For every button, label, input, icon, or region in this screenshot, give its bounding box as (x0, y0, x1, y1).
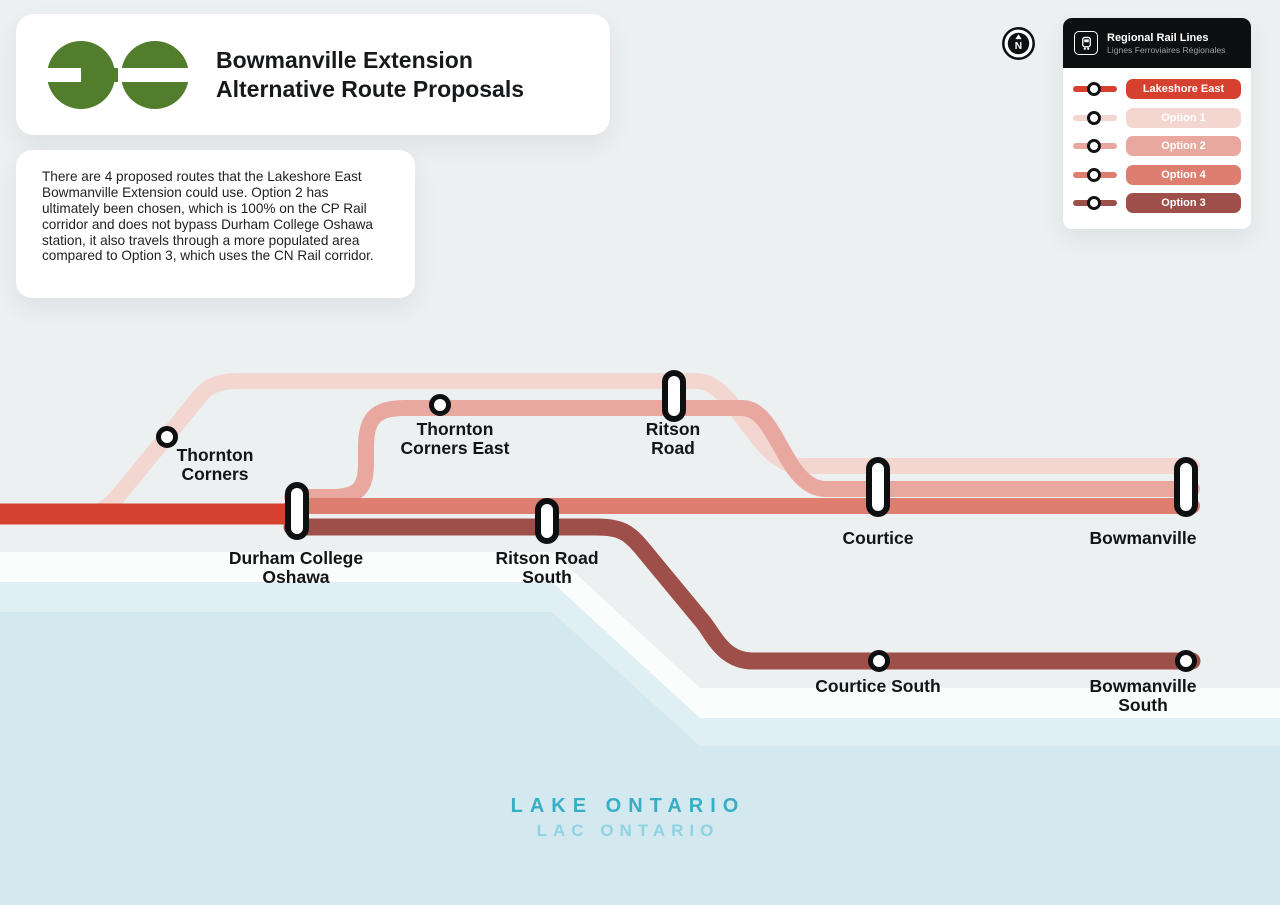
svg-text:N: N (1015, 41, 1022, 52)
station-label-courtice-south: Courtice South (815, 676, 941, 696)
legend-chip-lakeshore-east: Lakeshore East (1126, 79, 1241, 100)
station-marker-thornton-corners-east (429, 394, 451, 416)
swatch-station-dot (1087, 196, 1101, 211)
station-label-thornton-corners: Thornton Corners (176, 445, 254, 485)
legend-chip-option-1: Option 1 (1126, 107, 1241, 128)
station-marker-bowmanville (1174, 457, 1198, 517)
lake-label-english: LAKE ONTARIO (510, 795, 746, 817)
station-label-line: Durham College (228, 548, 364, 568)
legend-chip-option-4: Option 4 (1126, 164, 1241, 185)
north-compass-icon: N (1002, 27, 1035, 60)
station-label-ritson-road-south: Ritson Road South (495, 548, 599, 588)
legend-row-lakeshore-east: Lakeshore East (1073, 75, 1241, 104)
station-label-ritson-road: Ritson Road (645, 419, 701, 459)
station-label-line: Ritson Road (495, 548, 599, 568)
legend-row-option-2: Option 2 (1073, 132, 1241, 161)
page-title: Bowmanville Extension Alternative Route … (216, 46, 524, 102)
line-swatch-icon (1073, 196, 1117, 211)
station-marker-bowmanville-south (1175, 650, 1197, 672)
legend-chip-option-3: Option 3 (1126, 193, 1241, 214)
station-label-courtice: Courtice (842, 528, 914, 548)
station-marker-durham-college-oshawa (285, 482, 309, 540)
station-label-bowmanville: Bowmanville (1089, 528, 1197, 548)
station-label-line: South (522, 567, 572, 588)
station-label-line: Bowmanville (1089, 676, 1197, 696)
station-label-line: South (1118, 695, 1168, 716)
station-label-line: Road (651, 438, 695, 459)
go-transit-logo-icon (44, 40, 192, 109)
legend-header-text: Regional Rail Lines Lignes Ferroviaires … (1107, 31, 1225, 56)
train-icon (1074, 31, 1098, 55)
line-swatch-icon (1073, 82, 1117, 97)
station-label-thornton-corners-east: Thornton Corners East (400, 419, 510, 459)
legend-card: Regional Rail Lines Lignes Ferroviaires … (1063, 18, 1251, 229)
station-label-line: Corners East (400, 438, 510, 459)
station-label-line: Bowmanville (1089, 528, 1197, 548)
page-title-line-2: Alternative Route Proposals (216, 75, 525, 102)
swatch-station-dot (1087, 82, 1101, 97)
line-swatch-icon (1073, 110, 1117, 125)
page-title-line-1: Bowmanville Extension (216, 47, 473, 74)
station-label-line: Thornton (176, 445, 254, 465)
route-option-3 (283, 518, 1201, 670)
station-label-line: Oshawa (262, 567, 330, 588)
line-swatch-icon (1073, 139, 1117, 154)
title-card: Bowmanville Extension Alternative Route … (16, 14, 610, 135)
legend-body: Lakeshore East Option 1 Option 2 (1063, 68, 1251, 218)
route-option-2 (284, 400, 1200, 505)
legend-title: Regional Rail Lines (1107, 31, 1209, 44)
station-marker-ritson-road (662, 370, 686, 422)
station-label-durham-college-oshawa: Durham College Oshawa (228, 548, 364, 588)
station-label-line: Thornton (416, 419, 494, 439)
legend-subtitle: Lignes Ferroviaires Régionales (1107, 44, 1226, 55)
station-label-bowmanville-south: Bowmanville South (1089, 676, 1197, 716)
station-label-line: Courtice South (815, 676, 941, 696)
swatch-station-dot (1087, 110, 1101, 125)
legend-row-option-3: Option 3 (1073, 189, 1241, 218)
swatch-station-dot (1087, 139, 1101, 154)
station-marker-ritson-road-south (535, 498, 559, 544)
lake-label-french: LAC ONTARIO (536, 821, 720, 840)
legend-chip-option-2: Option 2 (1126, 136, 1241, 157)
legend-header: Regional Rail Lines Lignes Ferroviaires … (1063, 18, 1251, 68)
station-marker-courtice (866, 457, 890, 517)
station-label-line: Corners (181, 464, 249, 485)
station-marker-thornton-corners (156, 426, 178, 448)
legend-row-option-4: Option 4 (1073, 161, 1241, 190)
description-card: There are 4 proposed routes that the Lak… (16, 150, 415, 298)
station-label-line: Courtice (842, 528, 914, 548)
description-text: There are 4 proposed routes that the Lak… (42, 169, 374, 264)
legend-row-option-1: Option 1 (1073, 104, 1241, 133)
line-swatch-icon (1073, 167, 1117, 182)
station-marker-courtice-south (868, 650, 890, 672)
lake-deep-water (0, 612, 1280, 905)
swatch-station-dot (1087, 167, 1101, 182)
station-label-line: Ritson (645, 419, 701, 439)
